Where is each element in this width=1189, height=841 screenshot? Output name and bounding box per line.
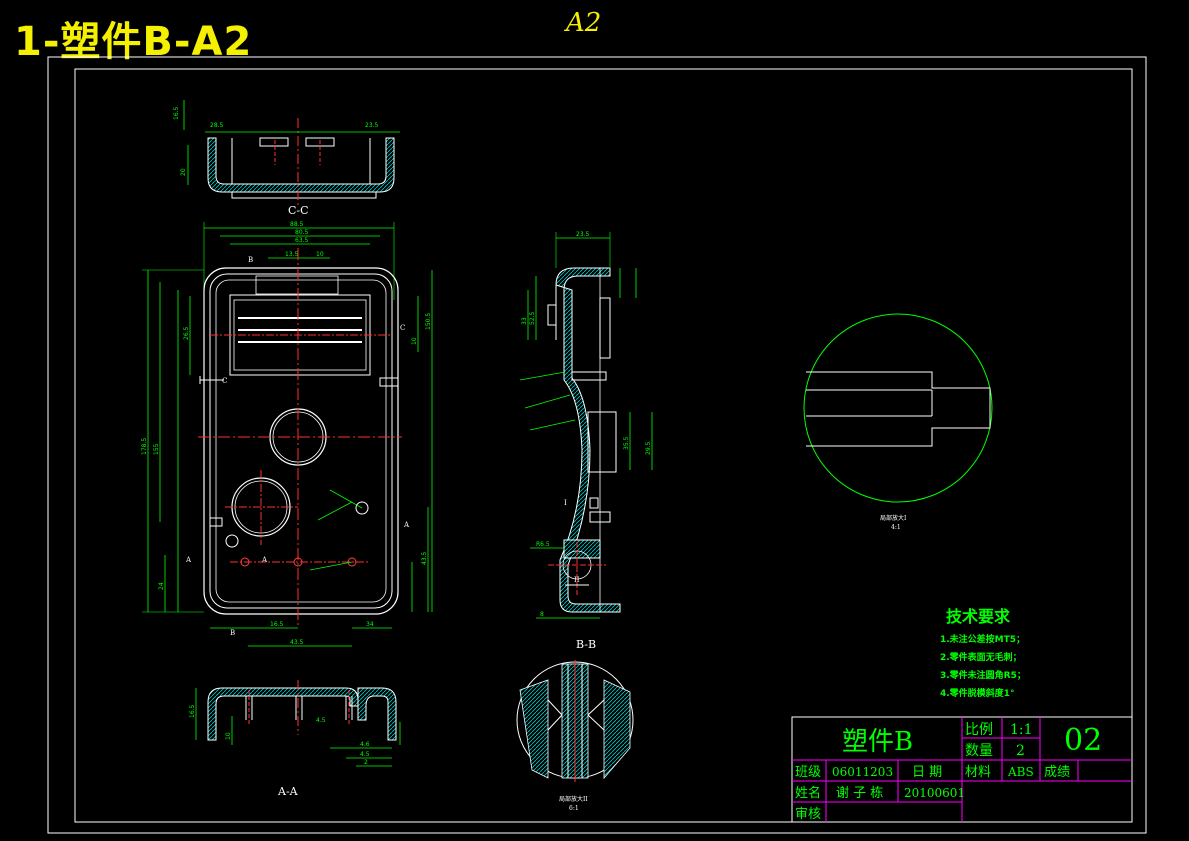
detail-i-label: 局部放大I xyxy=(880,514,907,522)
svg-text:10: 10 xyxy=(411,337,418,345)
section-aa-label: A-A xyxy=(277,785,299,798)
section-b-marker-2: B xyxy=(230,629,235,637)
svg-text:16.5: 16.5 xyxy=(173,106,180,120)
sheet-inner-border xyxy=(74,68,1133,823)
svg-text:43.5: 43.5 xyxy=(421,551,428,565)
title-block xyxy=(791,716,1133,823)
svg-text:2: 2 xyxy=(364,759,368,766)
tech-requirements-title: 技术要求 xyxy=(946,607,1011,626)
tech-requirement-4: 4.零件脱模斜度1° xyxy=(940,687,1014,699)
sheet-outer-border xyxy=(47,56,1147,834)
svg-text:23.5: 23.5 xyxy=(365,122,379,129)
date-label: 日 期 xyxy=(912,765,942,780)
svg-text:16.5: 16.5 xyxy=(270,621,284,628)
svg-text:26.5: 26.5 xyxy=(183,326,190,340)
svg-text:8: 8 xyxy=(540,611,544,618)
svg-text:28.5: 28.5 xyxy=(210,122,224,129)
section-aa-view: 16.5 10 4.5 4.6 4.5 2 xyxy=(189,680,401,767)
detail-ii-view xyxy=(516,660,634,782)
svg-text:R6.5: R6.5 xyxy=(536,541,550,548)
svg-text:4.5: 4.5 xyxy=(316,717,326,724)
tech-requirement-1: 1.未注公差按MT5； xyxy=(940,633,1025,645)
section-a-marker-2: A xyxy=(403,521,410,529)
scale-value: 1:1 xyxy=(1010,722,1033,738)
svg-text:24: 24 xyxy=(158,582,165,590)
plan-view: 88.5 80.5 63.5 13.5 10 xyxy=(141,221,433,647)
svg-text:33: 33 xyxy=(521,317,528,325)
class-label: 班级 xyxy=(795,765,821,780)
section-c-marker: C xyxy=(222,377,227,385)
svg-text:10: 10 xyxy=(316,251,324,258)
svg-text:16.5: 16.5 xyxy=(189,704,196,718)
svg-text:35.5: 35.5 xyxy=(623,436,630,450)
detail-ii-marker: II xyxy=(574,576,580,584)
svg-text:155: 155 xyxy=(153,443,160,455)
section-bb-label: B-B xyxy=(576,638,596,651)
drawing-number: 02 xyxy=(1064,723,1102,758)
tech-requirement-3: 3.零件未注圆角R5； xyxy=(940,669,1026,681)
detail-ii-label: 局部放大II xyxy=(559,795,588,803)
part-name: 塑件B xyxy=(842,727,913,757)
material-value: ABS xyxy=(1007,765,1034,779)
sheet-size-label: A2 xyxy=(566,8,602,38)
svg-text:10: 10 xyxy=(225,732,232,740)
scale-label: 比例 xyxy=(965,722,993,738)
date-value: 20100601 xyxy=(904,786,965,800)
svg-text:43.5: 43.5 xyxy=(290,639,304,646)
class-value: 06011203 xyxy=(832,765,893,779)
grade-label: 成绩 xyxy=(1044,765,1070,780)
svg-text:13.5: 13.5 xyxy=(285,251,299,258)
section-b-marker: B xyxy=(248,256,253,264)
material-label: 材料 xyxy=(965,765,991,780)
section-bb-view: II I 23.5 52.5 33 29.5 35.5 R6.5 8 xyxy=(519,231,653,619)
svg-text:23.5: 23.5 xyxy=(576,231,590,238)
svg-text:80.5: 80.5 xyxy=(295,229,309,236)
detail-i-view xyxy=(803,313,993,503)
svg-text:4.6: 4.6 xyxy=(360,741,370,748)
section-cc-label: C-C xyxy=(288,204,309,217)
section-a-marker-3: A xyxy=(261,556,268,564)
detail-ii-scale: 6:1 xyxy=(569,805,579,812)
qty-value: 2 xyxy=(1016,743,1025,759)
svg-text:88.5: 88.5 xyxy=(290,221,304,228)
review-label: 审核 xyxy=(795,807,821,822)
section-a-marker: A xyxy=(185,556,192,564)
svg-text:63.5: 63.5 xyxy=(295,237,309,244)
svg-text:20: 20 xyxy=(180,168,187,176)
qty-label: 数量 xyxy=(965,743,993,759)
svg-text:4.5: 4.5 xyxy=(360,751,370,758)
name-label: 姓名 xyxy=(795,785,821,801)
section-c-marker-2: C xyxy=(400,324,405,332)
detail-i-marker: I xyxy=(564,499,567,507)
name-value: 谢 子 栋 xyxy=(836,785,883,801)
detail-i-scale: 4:1 xyxy=(891,524,901,531)
svg-text:150.5: 150.5 xyxy=(425,313,432,330)
svg-text:34: 34 xyxy=(366,621,374,628)
tech-requirement-2: 2.零件表面无毛刺； xyxy=(940,651,1022,663)
svg-text:178.5: 178.5 xyxy=(141,438,148,455)
svg-text:52.5: 52.5 xyxy=(529,311,536,325)
section-cc-view: 28.5 23.5 16.5 20 xyxy=(173,100,400,205)
svg-text:29.5: 29.5 xyxy=(645,441,652,455)
